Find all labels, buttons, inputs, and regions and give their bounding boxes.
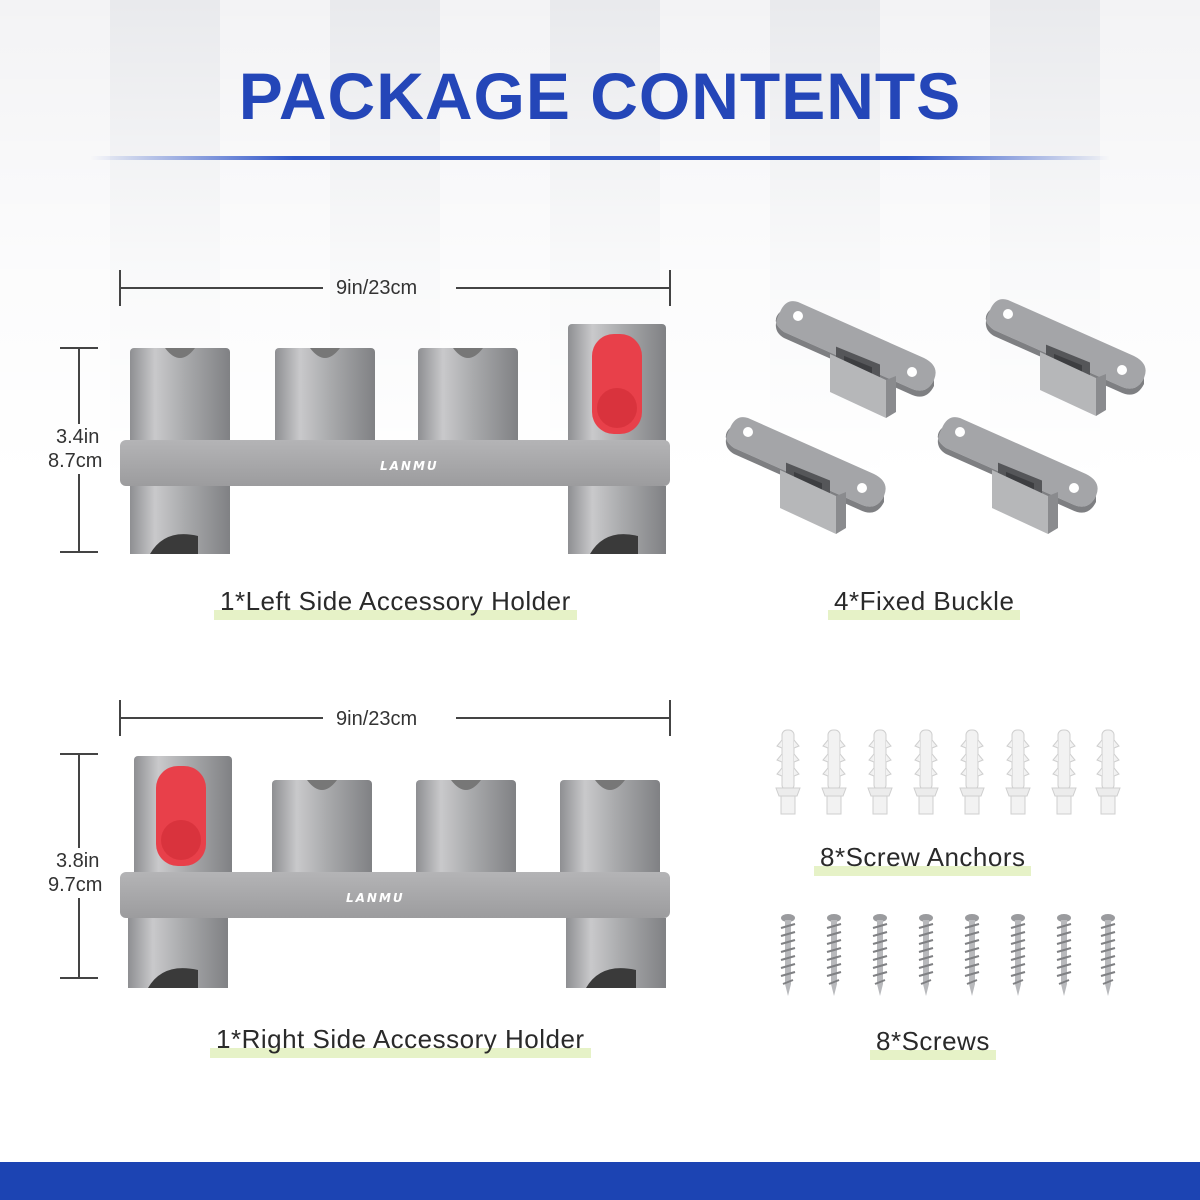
right-width-label: 9in/23cm (336, 708, 418, 730)
right-height-inches: 3.8in (56, 850, 100, 872)
buckles-caption-text: 4*Fixed Buckle (834, 586, 1015, 616)
right-width-dimension (119, 700, 671, 736)
left-width-label: 9in/23cm (336, 277, 418, 299)
right-holder-caption-text: 1*Right Side Accessory Holder (216, 1024, 585, 1054)
left-height-dimension (60, 347, 98, 553)
left-brand-logo: LANMU (380, 459, 439, 473)
left-holder-caption-text: 1*Left Side Accessory Holder (220, 586, 571, 616)
right-brand-logo: LANMU (346, 891, 405, 905)
left-height-inches: 3.4in (56, 426, 100, 448)
screws-caption-text: 8*Screws (876, 1026, 990, 1056)
screws-image (780, 913, 1116, 997)
left-height-cm: 8.7cm (48, 450, 103, 472)
right-height-dimension (60, 753, 98, 979)
anchors-caption: 8*Screw Anchors (814, 842, 1032, 876)
left-accessory-holder-image: LANMU (120, 324, 670, 554)
title-underline (90, 156, 1110, 160)
left-holder-caption: 1*Left Side Accessory Holder (214, 586, 577, 620)
right-height-cm: 9.7cm (48, 874, 103, 896)
screws-caption: 8*Screws (870, 1026, 996, 1060)
footer-bar (0, 1162, 1200, 1200)
fixed-buckles-image (725, 299, 1146, 534)
left-width-dimension (119, 270, 671, 306)
buckles-caption: 4*Fixed Buckle (828, 586, 1021, 620)
screw-anchors-image (775, 729, 1121, 815)
anchors-caption-text: 8*Screw Anchors (820, 842, 1026, 872)
page-title: PACKAGE CONTENTS (238, 59, 962, 133)
right-holder-caption: 1*Right Side Accessory Holder (210, 1024, 591, 1058)
right-accessory-holder-image: LANMU (120, 756, 670, 988)
